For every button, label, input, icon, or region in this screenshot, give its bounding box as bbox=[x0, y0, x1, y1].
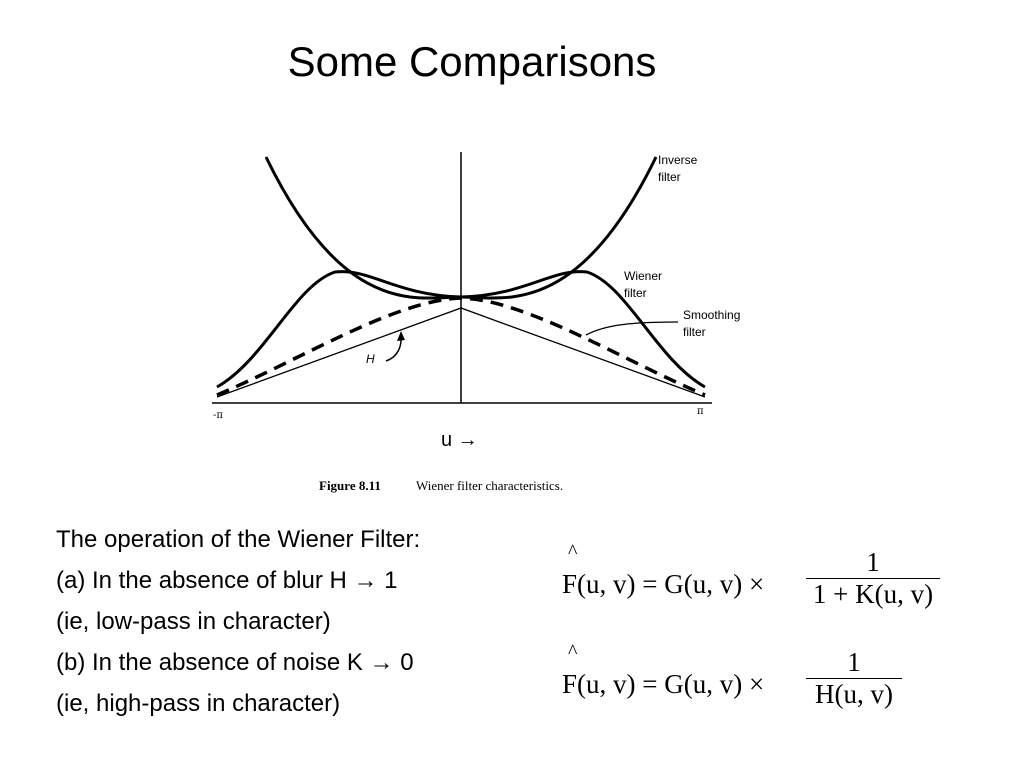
equation-fraction: 1 H(u, v) bbox=[806, 647, 902, 710]
smoothing-filter-curve bbox=[216, 296, 706, 397]
inverse-filter-label: Inverse filter bbox=[658, 153, 701, 184]
bullet-item: (b) In the absence of noise K → 0 bbox=[56, 649, 414, 676]
h-arrowhead bbox=[397, 331, 405, 341]
axis-right-label: π bbox=[697, 406, 704, 417]
equation-fraction: 1 1 + K(u, v) bbox=[806, 547, 940, 610]
bullet-item: The operation of the Wiener Filter: bbox=[56, 526, 421, 553]
h-curve bbox=[216, 307, 706, 398]
equation-lhs: F(u, v) = G(u, v) × bbox=[562, 669, 765, 699]
smoothing-pointer bbox=[585, 321, 679, 336]
axis-left-label: -π bbox=[213, 410, 223, 421]
fraction-numerator: 1 bbox=[847, 647, 861, 677]
bullet-list: The operation of the Wiener Filter: (a) … bbox=[56, 519, 556, 724]
wiener-filter-figure: H Inverse filter Wiener filter Smoothing… bbox=[212, 152, 744, 493]
figure-caption: Figure 8.11 Wiener filter characteristic… bbox=[319, 478, 563, 493]
hat-symbol: ^ bbox=[568, 641, 578, 663]
bullet-item: (a) In the absence of blur H → 1 bbox=[56, 567, 398, 594]
wiener-filter-label: Wiener filter bbox=[624, 269, 665, 300]
bullet-item: (ie, low-pass in character) bbox=[56, 608, 331, 635]
equation-lhs: F(u, v) = G(u, v) × bbox=[562, 569, 765, 599]
equation-no-blur: ^ F(u, v) = G(u, v) × 1 1 + K(u, v) bbox=[562, 541, 962, 635]
fraction-bar bbox=[806, 678, 902, 679]
bullet-item: (ie, high-pass in character) bbox=[56, 690, 341, 717]
fraction-bar bbox=[806, 578, 940, 579]
fraction-numerator: 1 bbox=[866, 547, 880, 577]
u-axis-label: u → bbox=[441, 429, 478, 451]
slide-title: Some Comparisons bbox=[0, 36, 944, 88]
hat-symbol: ^ bbox=[568, 541, 578, 563]
h-label: H bbox=[366, 352, 375, 366]
equation-no-noise: ^ F(u, v) = G(u, v) × 1 H(u, v) bbox=[562, 641, 962, 735]
smoothing-filter-label: Smoothing filter bbox=[683, 308, 744, 339]
slide-title-text: Some Comparisons bbox=[287, 38, 657, 85]
fraction-denominator: 1 + K(u, v) bbox=[812, 579, 934, 609]
fraction-denominator: H(u, v) bbox=[815, 679, 893, 709]
